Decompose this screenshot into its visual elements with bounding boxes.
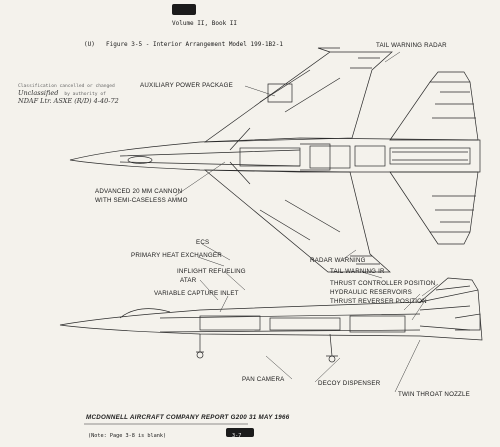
callout-primary-heat-exchanger: PRIMARY HEAT EXCHANGER — [131, 252, 222, 259]
callout-atar: ATAR — [180, 277, 197, 284]
volume-heading: Volume II, Book II — [172, 20, 238, 27]
callout-thrust-controller-position: THRUST CONTROLLER POSITION — [330, 280, 436, 287]
callout-inflight-refueling: INFLIGHT REFUELING — [177, 268, 246, 275]
callout-variable-capture-inlet: VARIABLE CAPTURE INLET — [154, 290, 239, 297]
callout-hydraulic-reservoirs: HYDRAULIC RESERVOIRS — [330, 289, 412, 296]
classification-line-3: by authority of — [64, 92, 106, 97]
footer-note: (Note: Page 3-8 is blank) — [88, 433, 167, 439]
report-footer: MCDONNELL AIRCRAFT COMPANY REPORT G200 3… — [86, 414, 290, 421]
figure-marker: (U) — [84, 41, 95, 48]
classification-block: Classification cancelled or changed Uncl… — [18, 84, 138, 105]
redaction-stamp-bottom — [226, 428, 254, 437]
top-view-aircraft — [69, 47, 481, 273]
side-view-aircraft — [59, 277, 483, 363]
callout-tail-warning-ir: TAIL WARNING IR — [330, 268, 385, 275]
figure-caption: Figure 3-5 - Interior Arrangement Model … — [106, 41, 284, 48]
page-number: 3-7 — [232, 433, 242, 439]
callout-thrust-reverser-position: THRUST REVERSER POSITION — [330, 298, 427, 305]
callout-twin-throat-nozzle: TWIN THROAT NOZZLE — [398, 391, 471, 398]
classification-line-1: Classification cancelled or changed — [18, 84, 115, 89]
classification-handwritten-2: NDAF Ltr. ASXE (R/D) 4-40-72 — [18, 97, 119, 105]
callout-ecs: ECS — [196, 239, 210, 246]
callout-cannon-line-1: ADVANCED 20 MM CANNON — [95, 188, 183, 195]
callout-decoy-dispenser: DECOY DISPENSER — [318, 380, 381, 387]
callout-tail-warning-radar: TAIL WARNING RADAR — [376, 42, 447, 49]
classification-handwritten-1: Unclassified — [18, 89, 59, 97]
callout-pan-camera: PAN CAMERA — [242, 376, 285, 383]
callout-auxiliary-power-package: AUXILIARY POWER PACKAGE — [140, 82, 233, 89]
callout-cannon-line-2: WITH SEMI-CASELESS AMMO — [95, 197, 188, 204]
callout-radar-warning: RADAR WARNING — [310, 257, 366, 264]
redaction-stamp-top — [172, 4, 196, 15]
